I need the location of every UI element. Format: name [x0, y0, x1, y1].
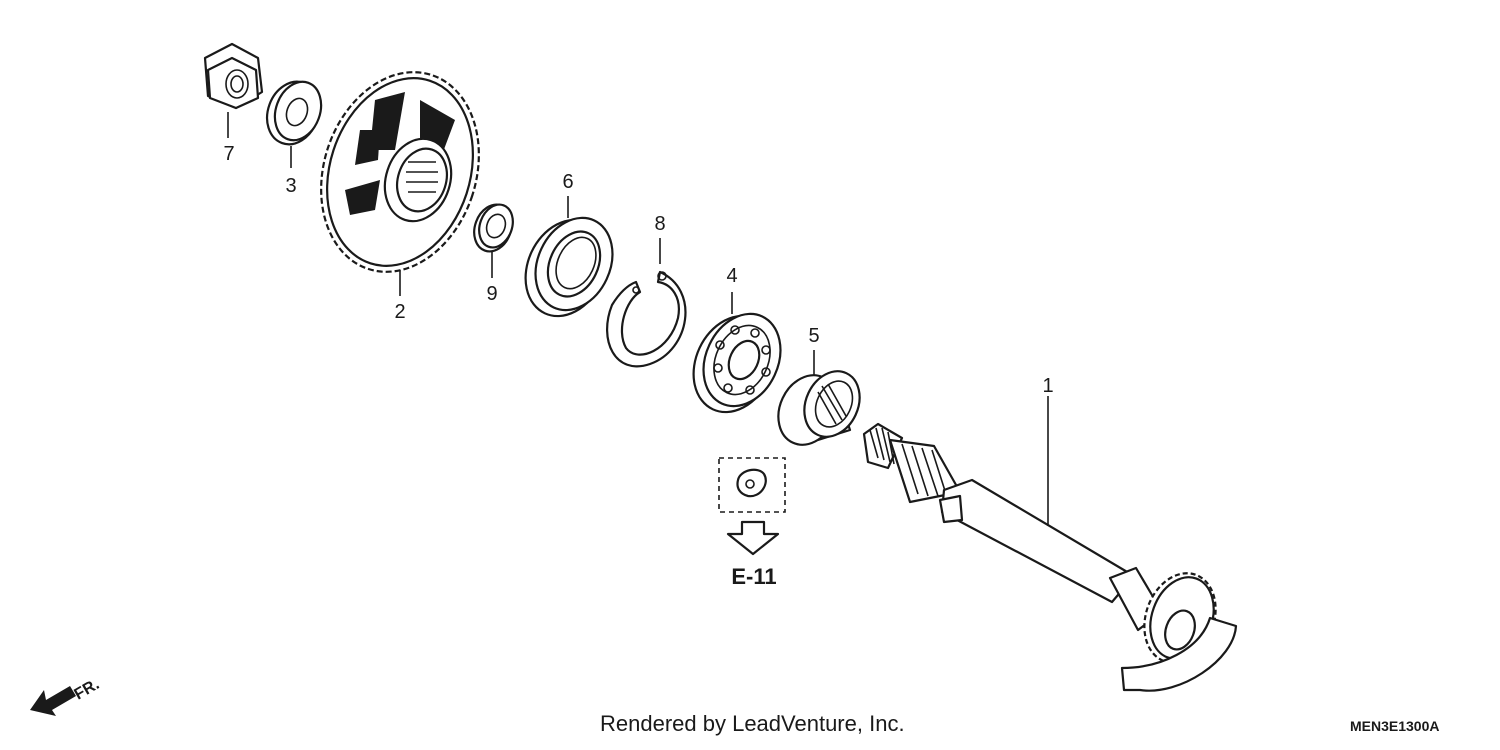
- callout-7[interactable]: 7: [223, 143, 234, 165]
- part-4-bearing[interactable]: [678, 301, 794, 425]
- footer-credit: Rendered by LeadVenture, Inc.: [600, 711, 905, 736]
- part-1-spindle[interactable]: [862, 422, 1238, 692]
- part-3-washer[interactable]: [259, 74, 329, 151]
- part-6-oil-seal[interactable]: [510, 205, 626, 329]
- part-5-needle-bearing[interactable]: [767, 362, 870, 454]
- reference-box[interactable]: [718, 457, 786, 556]
- reference-label[interactable]: E-11: [731, 564, 776, 589]
- callout-3[interactable]: 3: [285, 175, 296, 197]
- part-9-washer[interactable]: [468, 199, 519, 256]
- callout-8[interactable]: 8: [654, 213, 665, 235]
- callout-5[interactable]: 5: [808, 325, 819, 347]
- callout-4[interactable]: 4: [726, 265, 737, 287]
- callout-2[interactable]: 2: [394, 301, 405, 323]
- callout-1[interactable]: 1: [1042, 375, 1053, 397]
- callout-6[interactable]: 6: [562, 171, 573, 193]
- callout-9[interactable]: 9: [486, 283, 497, 305]
- front-direction-label: FR.: [72, 676, 103, 704]
- part-8-circlip[interactable]: [606, 270, 687, 368]
- part-2-gear[interactable]: [296, 52, 504, 293]
- diagram-code: MEN3E1300A: [1350, 718, 1440, 734]
- part-7-hex-nut[interactable]: [203, 42, 264, 110]
- front-direction-arrow-icon: [30, 686, 76, 716]
